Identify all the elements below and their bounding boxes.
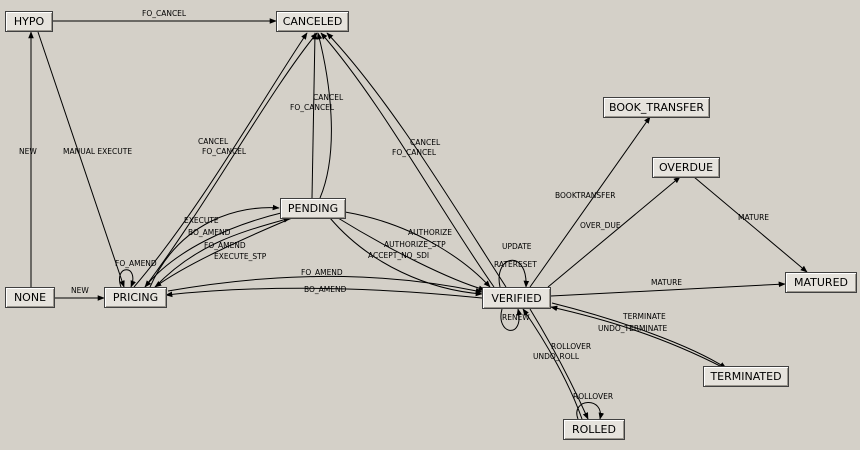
edge-pending-pricing-1 — [144, 211, 286, 288]
edge-verified-matured — [550, 281, 786, 297]
edge-verified-terminated-1 — [551, 302, 727, 369]
edge-label: FO_CANCEL — [202, 147, 247, 156]
edge-labels: FO_CANCEL NEW MANUAL EXECUTE NEW FO_AMEN… — [19, 9, 769, 401]
edge-pending-canceled-1 — [311, 32, 318, 199]
state-node-canceled[interactable]: CANCELED — [276, 11, 349, 32]
edge-pricing-verified — [167, 275, 483, 294]
edge-rolled-self — [576, 402, 605, 420]
edge-pricing-pending-2 — [154, 217, 291, 288]
edge-label: FO_CANCEL — [392, 148, 437, 157]
edge-verified-overdue — [547, 176, 681, 288]
edge-pending-verified-3 — [329, 217, 483, 297]
edge-label: EXECUTE — [184, 216, 219, 225]
edge-verified-rolled — [529, 308, 589, 420]
edge-verified-pricing — [165, 287, 483, 299]
edge-pending-verified-1 — [344, 211, 491, 288]
edge-verified-canceled-1 — [320, 32, 495, 288]
edge-verified-self-renew — [500, 308, 523, 331]
edge-label: RENEW — [502, 313, 530, 322]
edge-hypo-pricing — [37, 31, 125, 288]
edge-label: AUTHORIZE_STP — [384, 240, 446, 249]
edge-rolled-verified — [522, 308, 583, 420]
edge-verified-book-transfer — [529, 116, 651, 288]
edge-pricing-canceled-1 — [133, 32, 308, 288]
edge-label: ACCEPT_NO_SDI — [368, 251, 429, 260]
state-node-none[interactable]: NONE — [5, 287, 55, 308]
edge-label: MANUAL EXECUTE — [63, 147, 132, 156]
state-node-matured[interactable]: MATURED — [785, 272, 857, 293]
edge-label: UPDATE — [502, 242, 532, 251]
state-node-hypo[interactable]: HYPO — [5, 11, 53, 32]
edge-verified-canceled-2 — [326, 32, 507, 288]
edge-pricing-pending-1 — [149, 204, 280, 288]
edge-label: RATERESET — [494, 260, 537, 269]
state-node-overdue[interactable]: OVERDUE — [652, 157, 720, 178]
edge-label: CANCEL — [410, 138, 441, 147]
edge-label: FO_CANCEL — [290, 103, 335, 112]
edge-label: BO_AMEND — [188, 228, 231, 237]
edge-label: FO_CANCEL — [142, 9, 187, 18]
edge-label: UNDO_ROLL — [533, 352, 580, 361]
edge-label: CANCEL — [313, 93, 344, 102]
edge-label: MATURE — [651, 278, 682, 287]
edge-terminated-verified — [550, 305, 725, 369]
edge-label: NEW — [19, 147, 37, 156]
state-node-rolled[interactable]: ROLLED — [563, 419, 625, 440]
edge-label: OVER_DUE — [580, 221, 621, 230]
edge-verified-self-update — [498, 259, 530, 288]
edge-label: BOOKTRANSFER — [555, 191, 615, 200]
state-node-terminated[interactable]: TERMINATED — [703, 366, 789, 387]
state-node-pending[interactable]: PENDING — [280, 198, 346, 219]
edge-label: TERMINATE — [622, 312, 666, 321]
edge-pending-canceled-2 — [316, 32, 332, 199]
edge-pricing-canceled-2 — [144, 32, 318, 288]
edge-pending-verified-2 — [337, 217, 486, 291]
edge-pending-pricing-2 — [154, 217, 293, 288]
edge-label: FO_AMEND — [115, 259, 157, 268]
edge-label: BO_AMEND — [304, 285, 347, 294]
edge-label: AUTHORIZE — [408, 228, 452, 237]
state-node-verified[interactable]: VERIFIED — [482, 287, 551, 309]
edge-pricing-self — [119, 269, 136, 288]
edge-label: EXECUTE_STP — [214, 252, 267, 261]
edge-label: ROLLOVER — [573, 392, 613, 401]
edge-label: FO_AMEND — [301, 268, 343, 277]
edge-label: CANCEL — [198, 137, 229, 146]
edge-overdue-matured — [693, 176, 808, 273]
edge-label: NEW — [71, 286, 89, 295]
edge-label: ROLLOVER — [551, 342, 591, 351]
edge-label: FO_AMEND — [204, 241, 246, 250]
edge-label: MATURE — [738, 213, 769, 222]
edge-label: UNDO_TERMINATE — [598, 324, 667, 333]
state-node-pricing[interactable]: PRICING — [104, 287, 167, 308]
state-node-book-transfer[interactable]: BOOK_TRANSFER — [603, 97, 710, 118]
